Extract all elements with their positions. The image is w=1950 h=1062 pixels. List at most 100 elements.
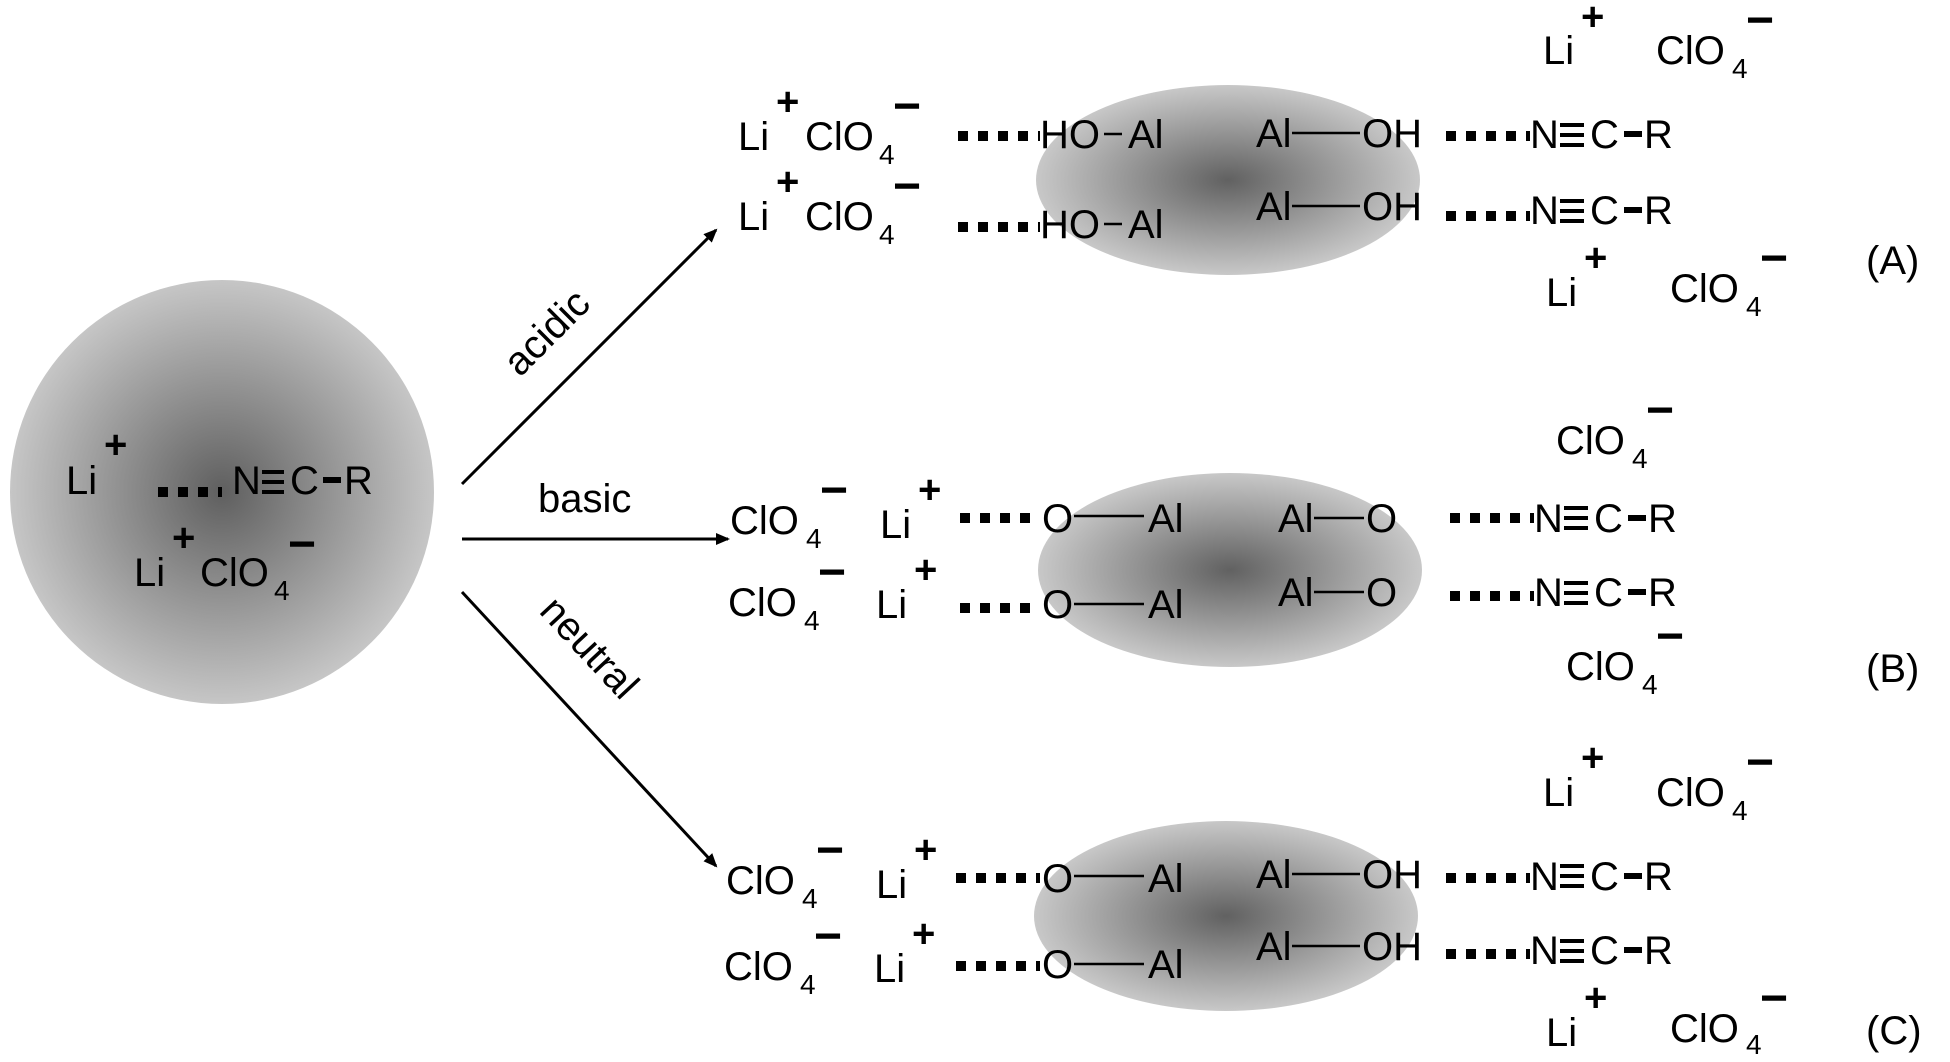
hydroxyl-site: OH [1362, 112, 1422, 156]
li-ion: Li [874, 947, 905, 991]
perchlorate-ion: ClO [1556, 419, 1625, 463]
nitrogen-atom: N [1534, 571, 1563, 615]
charge-plus: + [912, 912, 935, 956]
aluminum-atom: Al [1128, 203, 1164, 247]
charge-plus: + [914, 828, 937, 872]
perchlorate-ion: ClO [1566, 645, 1635, 689]
oxygen-site: O [1042, 583, 1073, 627]
triple-bond [1560, 199, 1584, 223]
r-group: R [1644, 855, 1673, 899]
carbon-atom: C [1590, 113, 1619, 157]
li-ion: Li [880, 503, 911, 547]
li-ion: Li [1543, 771, 1574, 815]
panel-b: ClO 4 − ClO 4 − Li + O Al ClO 4 − Li + O… [728, 384, 1919, 700]
perchlorate-ion: ClO [730, 499, 799, 543]
oxygen-site: O [1366, 497, 1397, 541]
subscript-4: 4 [802, 883, 818, 914]
charge-plus: + [1584, 236, 1607, 280]
subscript-4: 4 [1632, 443, 1648, 474]
subscript-4: 4 [1746, 291, 1762, 322]
perchlorate-ion: ClO [726, 859, 795, 903]
li-ion: Li [1543, 29, 1574, 73]
r-group: R [1648, 497, 1677, 541]
charge-plus: + [1581, 736, 1604, 780]
charge-minus: − [1760, 972, 1788, 1025]
arrow-acidic [460, 228, 718, 486]
perchlorate-ion: ClO [1656, 29, 1725, 73]
charge-minus: − [288, 518, 316, 571]
charge-plus: + [776, 160, 799, 204]
li-ion: Li [134, 551, 165, 595]
particle-ellipse [1038, 473, 1422, 667]
nitrogen-atom: N [1530, 113, 1559, 157]
panel-caption: (B) [1866, 647, 1919, 691]
li-ion: Li [1546, 271, 1577, 315]
label-basic: basic [538, 477, 631, 521]
subscript-4: 4 [879, 219, 895, 250]
aluminum-atom: Al [1256, 925, 1292, 969]
subscript-4: 4 [879, 139, 895, 170]
li-ion: Li [738, 115, 769, 159]
subscript-4: 4 [1642, 669, 1658, 700]
hydroxyl-site: OH [1362, 925, 1422, 969]
charge-minus: − [1760, 232, 1788, 285]
arrow-neutral [460, 590, 718, 868]
li-ion: Li [876, 863, 907, 907]
triple-bond [1564, 506, 1588, 530]
charge-minus: − [1646, 384, 1674, 437]
nitrogen-atom: N [1530, 189, 1559, 233]
perchlorate-ion: ClO [724, 945, 793, 989]
oxygen-site: O [1042, 497, 1073, 541]
carbon-atom: C [1590, 929, 1619, 973]
li-ion: Li [1546, 1011, 1577, 1055]
nitrogen-atom: N [1530, 929, 1559, 973]
hydroxyl-site: HO [1040, 113, 1100, 157]
triple-bond [1560, 123, 1584, 147]
perchlorate-ion: ClO [1670, 1007, 1739, 1051]
reaction-arrows: acidic basic neutral [460, 228, 730, 868]
r-group: R [344, 459, 373, 503]
charge-plus: + [1584, 976, 1607, 1020]
aluminum-atom: Al [1148, 583, 1184, 627]
perchlorate-ion: ClO [1670, 267, 1739, 311]
nitrogen-atom: N [232, 459, 261, 503]
particle-ellipse [1034, 821, 1418, 1011]
label-acidic: acidic [495, 281, 598, 384]
panel-caption: (A) [1866, 239, 1919, 283]
panel-a: Li + ClO 4 − Li + ClO 4 − HO Al Li + ClO… [738, 0, 1919, 322]
alumina-particle: Li + N C R Li + ClO 4 − [10, 280, 434, 704]
r-group: R [1644, 113, 1673, 157]
charge-minus: − [893, 80, 921, 133]
aluminum-atom: Al [1256, 853, 1292, 897]
carbon-atom: C [1590, 855, 1619, 899]
charge-plus: + [914, 548, 937, 592]
oxygen-site: O [1042, 943, 1073, 987]
panel-c: Li + ClO 4 − ClO 4 − Li + O Al ClO 4 − L… [724, 736, 1922, 1060]
aluminum-atom: Al [1256, 112, 1292, 156]
hydroxyl-site: HO [1040, 203, 1100, 247]
subscript-4: 4 [806, 523, 822, 554]
triple-bond [1560, 864, 1584, 888]
aluminum-atom: Al [1148, 857, 1184, 901]
charge-plus: + [1581, 0, 1604, 39]
label-neutral: neutral [531, 588, 647, 707]
triple-bond [1560, 939, 1584, 963]
r-group: R [1644, 189, 1673, 233]
carbon-atom: C [1590, 189, 1619, 233]
oxygen-site: O [1366, 571, 1397, 615]
subscript-4: 4 [804, 605, 820, 636]
aluminum-atom: Al [1278, 571, 1314, 615]
perchlorate-ion: ClO [728, 581, 797, 625]
oxygen-site: O [1042, 857, 1073, 901]
charge-minus: − [818, 546, 846, 599]
aluminum-atom: Al [1128, 113, 1164, 157]
subscript-4: 4 [800, 969, 816, 1000]
perchlorate-ion: ClO [805, 195, 874, 239]
charge-plus: + [172, 516, 195, 560]
charge-minus: − [1656, 610, 1684, 663]
charge-minus: − [1746, 0, 1774, 47]
subscript-4: 4 [1732, 795, 1748, 826]
subscript-4: 4 [1732, 53, 1748, 84]
r-group: R [1644, 929, 1673, 973]
